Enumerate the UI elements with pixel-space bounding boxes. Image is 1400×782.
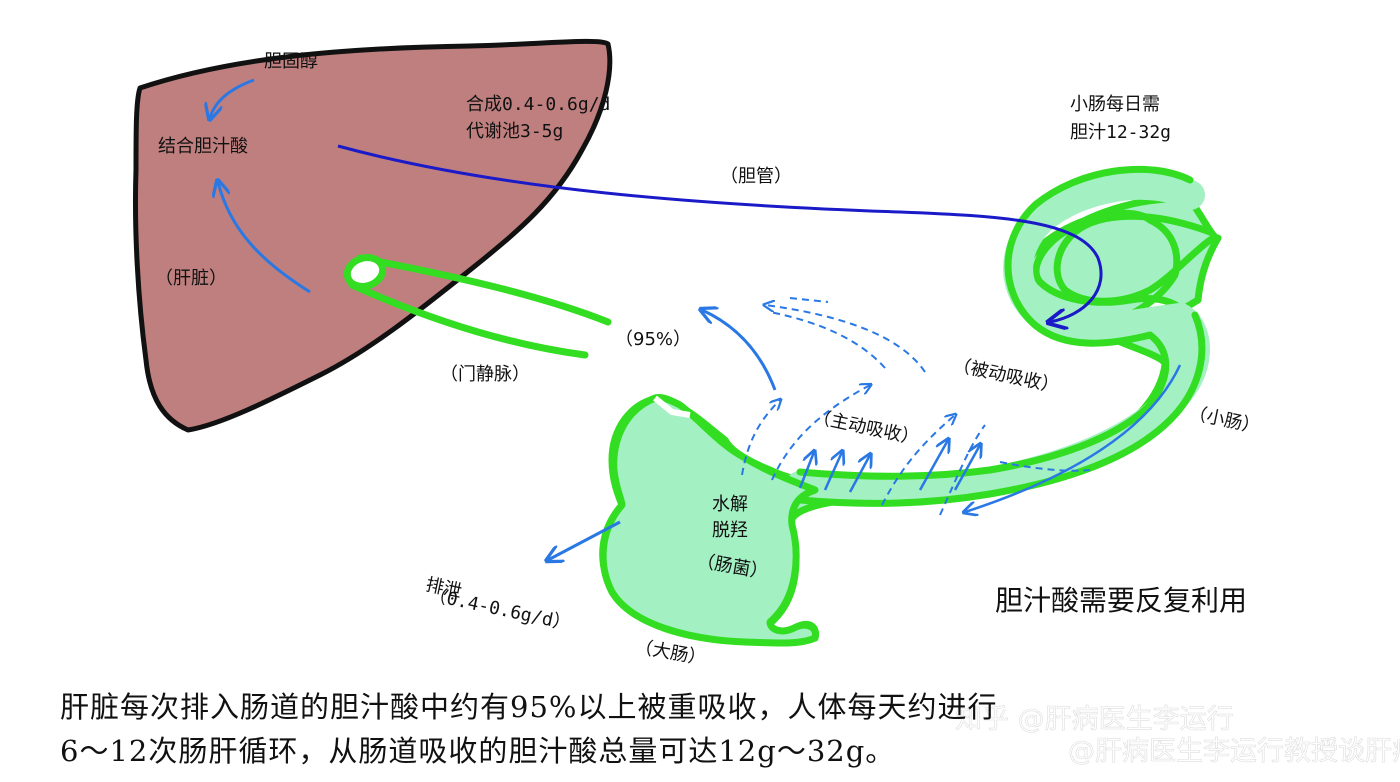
caption-line-1: 肝脏每次排入肠道的胆汁酸中约有95%以上被重吸收，人体每天约进行 xyxy=(60,690,998,724)
label-reabsorption-percent: （95%） xyxy=(615,329,691,350)
arrow-portal-to-bile-acid xyxy=(218,182,311,294)
label-excretion-rate: （0.4-0.6g/d） xyxy=(427,584,573,635)
arrow-small-intestine-flow xyxy=(965,364,1182,512)
label-large-intestine: （大肠） xyxy=(633,636,708,669)
label-synthesis-rate: 合成0.4-0.6g/d xyxy=(466,94,610,115)
active-absorption-arrows xyxy=(798,440,980,493)
portal-vein xyxy=(343,254,612,359)
label-cholesterol: 胆固醇 xyxy=(264,51,318,72)
label-passive-absorption: （被动吸收） xyxy=(951,354,1061,397)
passive-absorption-arrows xyxy=(741,297,1091,516)
label-metabolic-pool: 代谢池3-5g xyxy=(466,121,563,142)
label-conjugated-bile-acid: 结合胆汁酸 xyxy=(158,136,248,157)
label-portal-vein: （门静脉） xyxy=(440,364,530,385)
label-small-intestine-need-1: 小肠每日需 xyxy=(1070,94,1160,115)
large-intestine xyxy=(599,394,819,647)
caption-line-2: 6～12次肠肝循环，从肠道吸收的胆汁酸总量可达12g～32g。 xyxy=(60,734,896,768)
label-active-absorption: （主动吸收） xyxy=(811,406,921,449)
arrow-excretion xyxy=(548,520,621,560)
label-hydrolysis-1: 水解 xyxy=(712,494,748,515)
watermark-line-2: @肝病医生李运行教授谈肝病 xyxy=(1068,736,1400,767)
label-hydrolysis-2: 脱羟 xyxy=(712,520,748,541)
small-intestine-loop xyxy=(785,169,1210,505)
arrow-reabsorption-main xyxy=(702,310,777,391)
label-small-intestine: （小肠） xyxy=(1187,402,1262,438)
label-liver: （肝脏） xyxy=(155,268,227,289)
label-reuse-title: 胆汁酸需要反复利用 xyxy=(995,584,1247,617)
label-bile-duct: （胆管） xyxy=(720,166,792,187)
label-small-intestine-need-2: 胆汁12-32g xyxy=(1070,122,1171,143)
liver-shape xyxy=(133,38,613,433)
watermark-line-1: 知乎 @肝病医生李运行 xyxy=(955,704,1234,735)
bile-duct-line xyxy=(337,144,1103,322)
arrow-cholesterol-to-bile-acid xyxy=(210,78,255,118)
